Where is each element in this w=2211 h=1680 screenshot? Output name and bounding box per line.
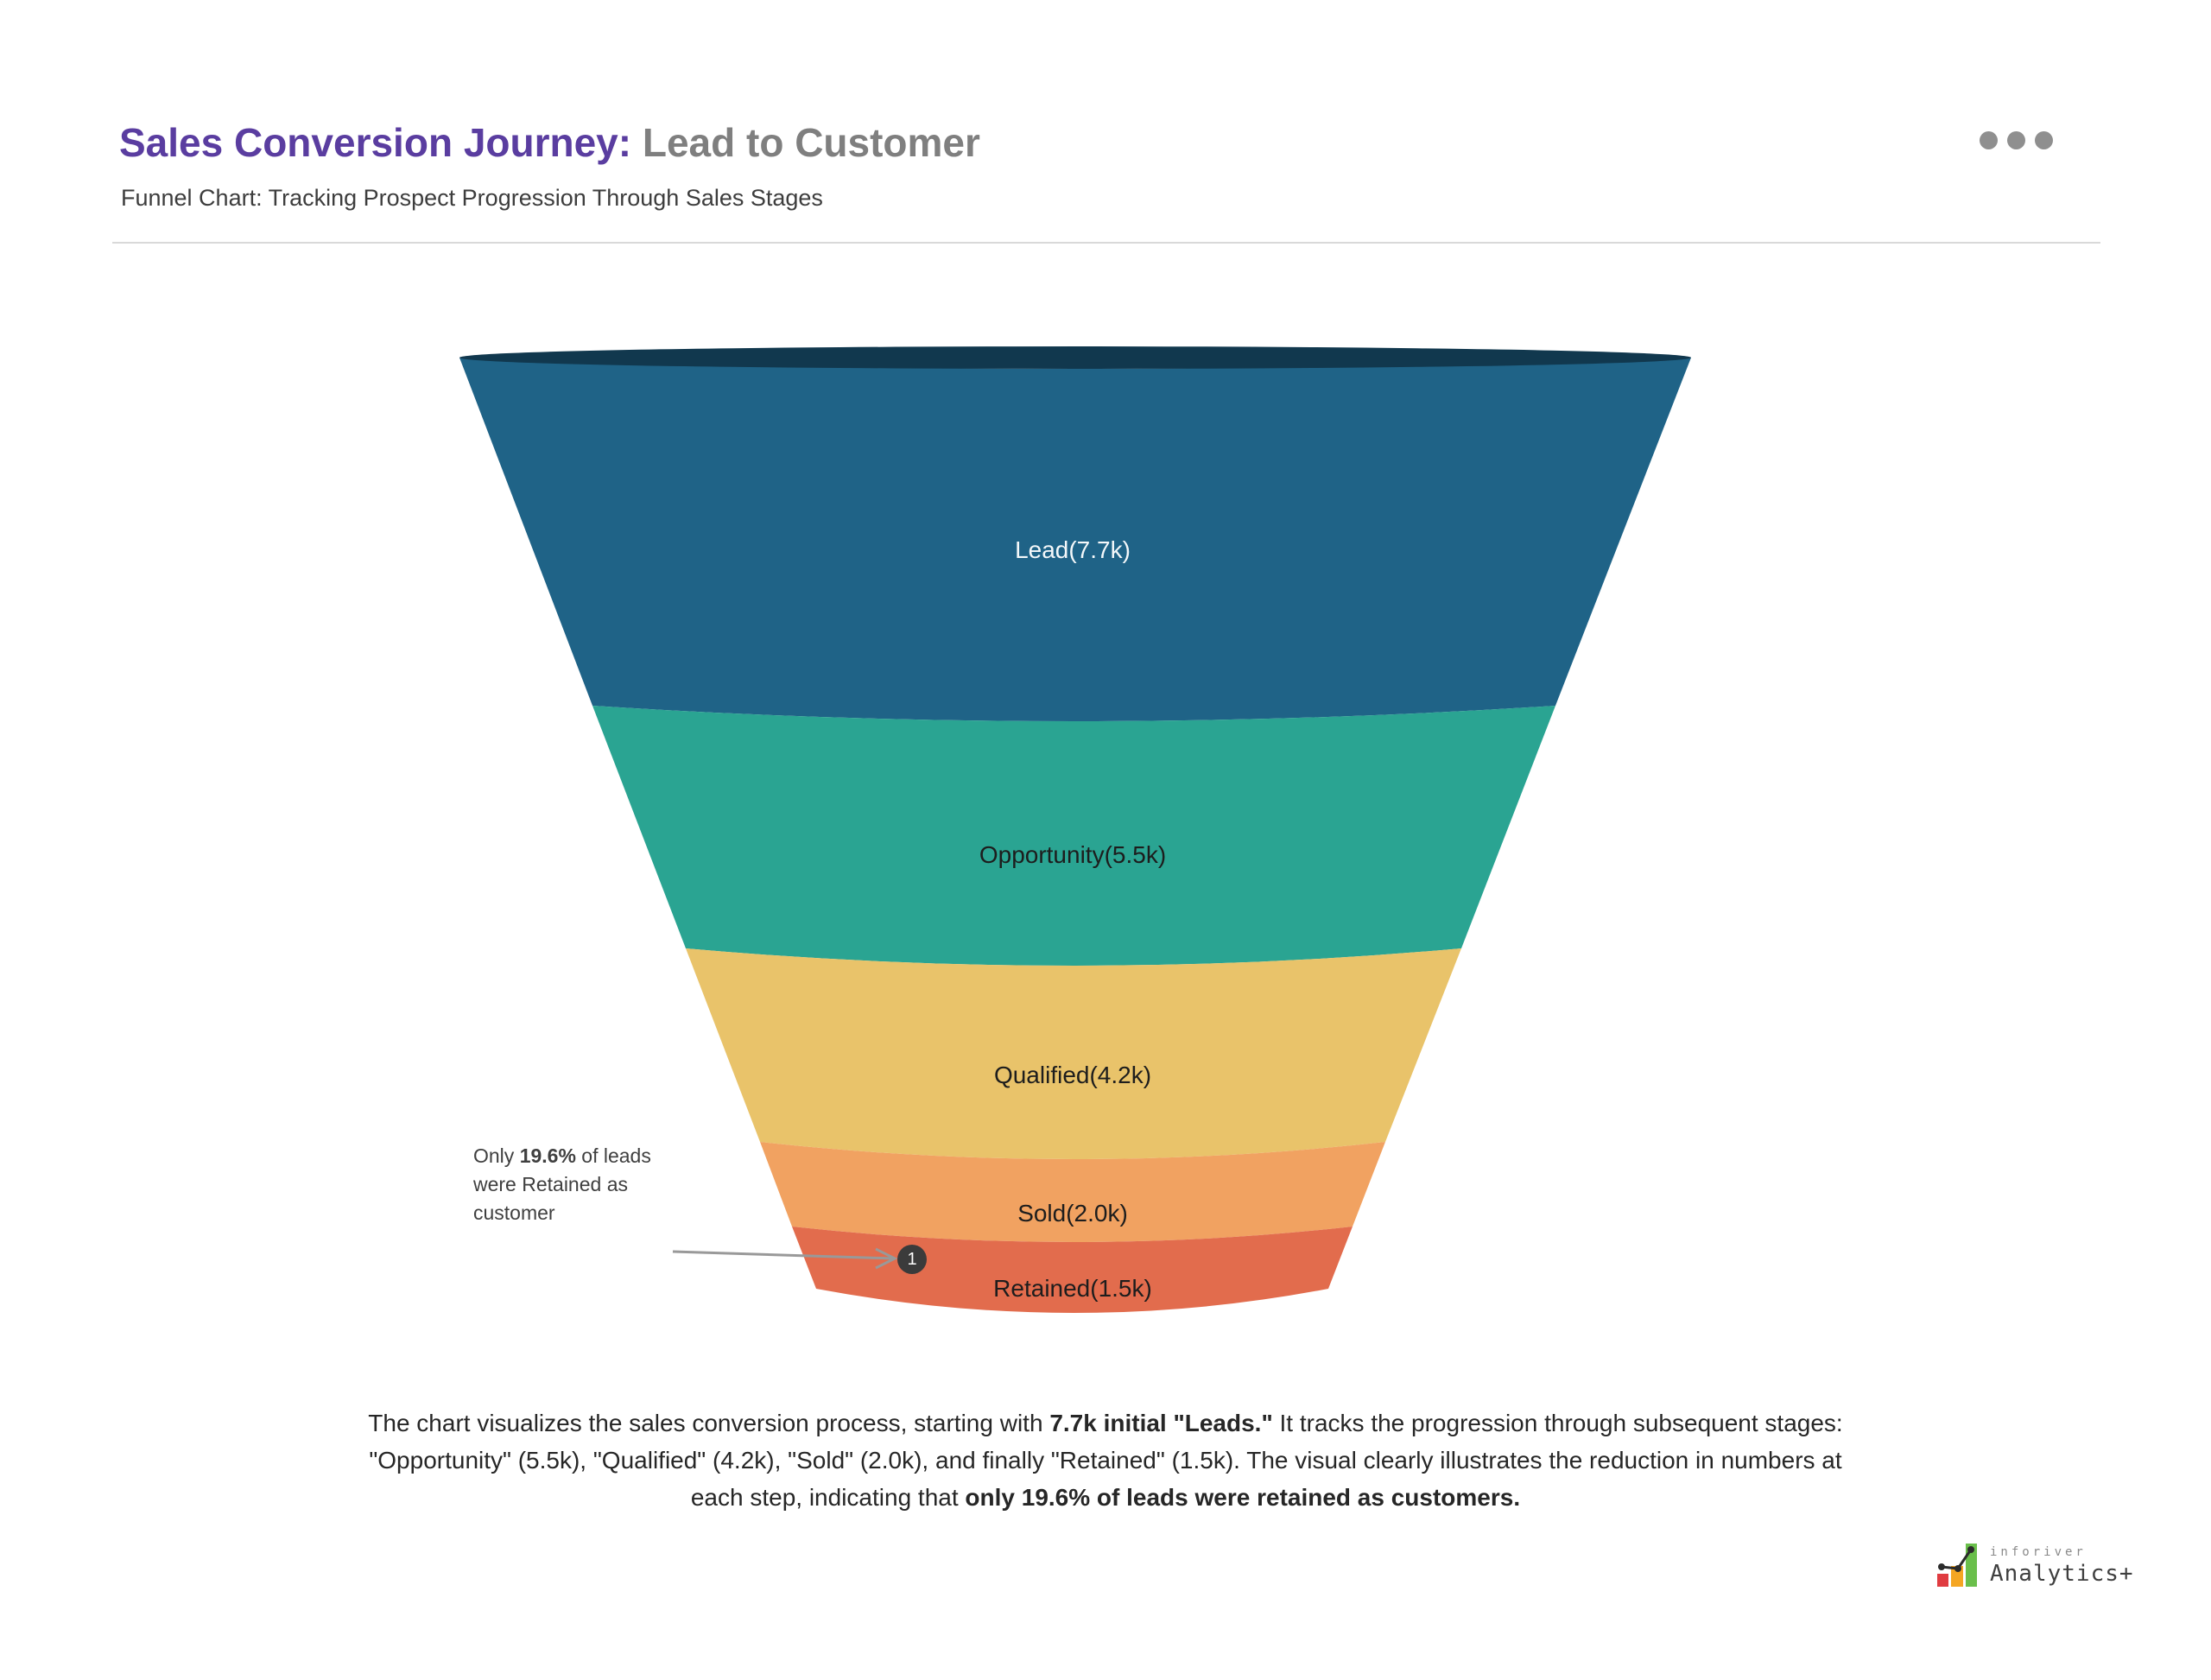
stage-label-retained: Retained(1.5k)	[993, 1275, 1152, 1302]
page-title-primary: Sales Conversion Journey:	[119, 120, 632, 165]
funnel-segment-sold[interactable]	[760, 1142, 1385, 1242]
annotation-arrowhead-icon	[875, 1247, 898, 1270]
funnel-segment-qualified[interactable]	[686, 948, 1461, 1159]
ellipsis-dot-icon	[2035, 131, 2053, 149]
logo-product-name: Analytics+	[1990, 1561, 2134, 1587]
annotation-line-2: were Retained as	[473, 1173, 628, 1195]
logo-wordmark: inforiver Analytics+	[1990, 1540, 2134, 1587]
logo-brand-name: inforiver	[1990, 1545, 2087, 1559]
annotation-marker-badge[interactable]: 1	[897, 1245, 927, 1274]
inforiver-analytics-logo: inforiver Analytics+	[1935, 1540, 2134, 1588]
page-title-secondary: Lead to Customer	[631, 120, 980, 165]
logo-bar-chart-icon	[1937, 1544, 1977, 1587]
page-subtitle: Funnel Chart: Tracking Prospect Progress…	[121, 185, 823, 211]
funnel-mouth	[459, 346, 1691, 369]
page-title: Sales Conversion Journey: Lead to Custom…	[119, 119, 980, 166]
annotation-line-3: customer	[473, 1201, 555, 1224]
funnel-segment-opportunity[interactable]	[592, 706, 1555, 966]
funnel-segment-lead[interactable]	[459, 358, 1691, 721]
annotation-text: Only 19.6% of leads were Retained as cus…	[473, 1142, 651, 1227]
ellipsis-dot-icon	[2007, 131, 2025, 149]
chart-description: The chart visualizes the sales conversio…	[242, 1404, 1969, 1516]
annotation-line-1: Only 19.6% of leads	[473, 1144, 651, 1167]
description-line-3: each step, indicating that only 19.6% of…	[690, 1484, 1521, 1511]
stage-label-lead: Lead(7.7k)	[1015, 536, 1131, 563]
stage-label-opportunity: Opportunity(5.5k)	[979, 841, 1167, 868]
annotation-connector-line	[672, 1250, 894, 1260]
stage-label-sold: Sold(2.0k)	[1017, 1200, 1128, 1227]
description-line-2: "Opportunity" (5.5k), "Qualified" (4.2k)…	[369, 1447, 1842, 1474]
stage-label-qualified: Qualified(4.2k)	[993, 1062, 1152, 1088]
description-line-1: The chart visualizes the sales conversio…	[368, 1410, 1843, 1436]
more-options-button[interactable]	[1980, 131, 2053, 149]
ellipsis-dot-icon	[1980, 131, 1998, 149]
header-divider	[112, 242, 2100, 244]
funnel-segment-retained[interactable]	[792, 1227, 1353, 1313]
